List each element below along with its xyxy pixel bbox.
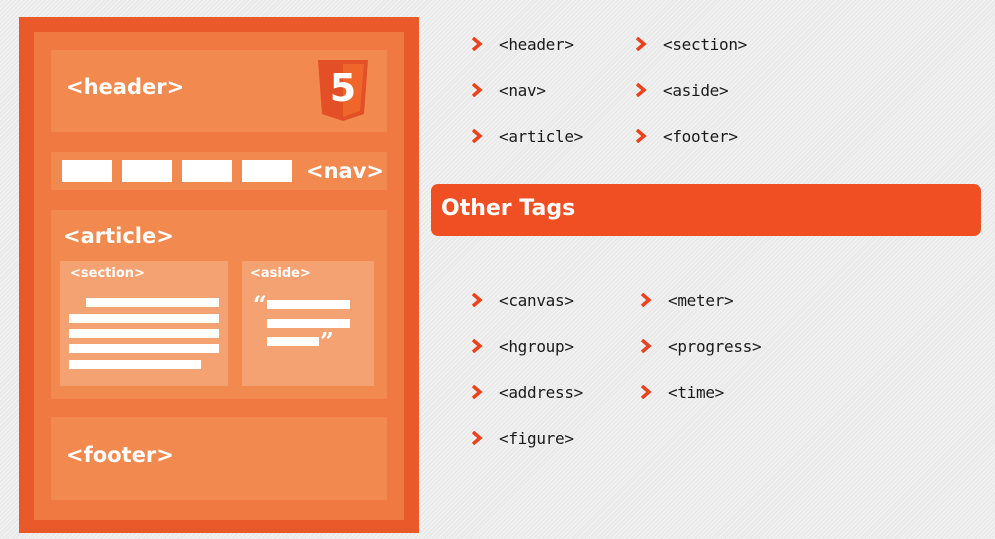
nav-item-placeholder	[242, 160, 292, 182]
tag-label: <footer>	[663, 126, 738, 146]
text-line	[86, 298, 219, 307]
tag-label: <header>	[499, 34, 574, 54]
tag-list-item: <article>	[470, 125, 583, 147]
chevron-right-icon	[635, 83, 647, 97]
tag-label: <aside>	[663, 80, 729, 100]
footer-block	[51, 417, 387, 500]
other-tag-item: <address>	[470, 381, 583, 403]
chevron-right-icon	[471, 339, 483, 353]
nav-item-placeholder	[122, 160, 172, 182]
tag-label: <meter>	[668, 290, 734, 310]
tag-list-item: <nav>	[470, 79, 546, 101]
text-line	[69, 344, 219, 353]
html5-logo: 5	[318, 60, 368, 121]
other-tag-item: <canvas>	[470, 289, 574, 311]
chevron-right-icon	[471, 431, 483, 445]
chevron-right-icon	[471, 83, 483, 97]
chevron-right-icon	[471, 293, 483, 307]
text-line	[69, 329, 219, 338]
other-tag-item: <hgroup>	[470, 335, 574, 357]
tag-label: <time>	[668, 382, 724, 402]
other-tags-banner: Other Tags	[431, 184, 981, 236]
nav-item-placeholder	[62, 160, 112, 182]
other-tags-title: Other Tags	[441, 196, 576, 221]
tag-label: <address>	[499, 382, 583, 402]
tag-list-item: <section>	[634, 33, 747, 55]
text-line	[267, 337, 319, 346]
other-tag-item: <progress>	[639, 335, 762, 357]
other-tag-item: <figure>	[470, 427, 574, 449]
tag-list-item: <aside>	[634, 79, 729, 101]
tag-label: <hgroup>	[499, 336, 574, 356]
chevron-right-icon	[635, 129, 647, 143]
chevron-right-icon	[640, 385, 652, 399]
tag-label: <canvas>	[499, 290, 574, 310]
nav-item-placeholder	[182, 160, 232, 182]
section-block-label: <section>	[70, 266, 145, 281]
chevron-right-icon	[640, 293, 652, 307]
text-line	[267, 319, 350, 328]
nav-block-label: <nav>	[306, 159, 385, 183]
open-quote-icon: “	[253, 290, 267, 319]
header-block-label: <header>	[66, 75, 185, 99]
other-tag-item: <time>	[639, 381, 724, 403]
chevron-right-icon	[640, 339, 652, 353]
tag-list-item: <header>	[470, 33, 574, 55]
article-block-label: <article>	[63, 224, 174, 248]
tag-label: <article>	[499, 126, 583, 146]
footer-block-label: <footer>	[66, 443, 174, 467]
text-line	[267, 300, 350, 309]
other-tag-item: <meter>	[639, 289, 734, 311]
aside-block-label: <aside>	[250, 266, 311, 281]
text-line	[69, 314, 219, 323]
close-quote-icon: ”	[320, 327, 334, 356]
tag-label: <figure>	[499, 428, 574, 448]
chevron-right-icon	[635, 37, 647, 51]
tag-label: <section>	[663, 34, 747, 54]
tag-list-item: <footer>	[634, 125, 738, 147]
chevron-right-icon	[471, 37, 483, 51]
chevron-right-icon	[471, 129, 483, 143]
tag-label: <progress>	[668, 336, 762, 356]
text-line	[69, 360, 201, 369]
html5-logo-glyph: 5	[330, 66, 356, 110]
tag-label: <nav>	[499, 80, 546, 100]
chevron-right-icon	[471, 385, 483, 399]
